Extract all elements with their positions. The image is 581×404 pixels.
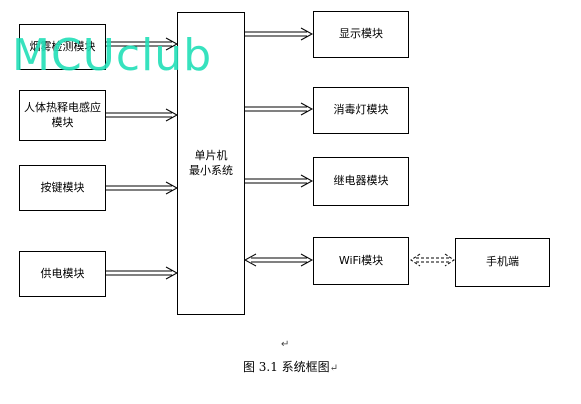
wifi-module-label: WiFi模块 [338, 253, 384, 267]
display-module-label: 显示模块 [339, 27, 383, 41]
paragraph-mark: ↵ [281, 339, 290, 350]
key-module-label: 按键模块 [40, 180, 85, 194]
smoke-detection-module: 烟雾检测模块 [19, 24, 106, 70]
mcu-minimum-system: 单片机 最小系统 [177, 12, 245, 315]
figure-caption: 图 3.1 系统框图↵ [0, 358, 581, 375]
power-module: 供电模块 [19, 251, 106, 297]
power-module-label: 供电模块 [40, 266, 85, 280]
arrow-power-to-mcu [106, 266, 179, 280]
arrow-mcu-to-relay [245, 174, 314, 188]
relay-module-label: 继电器模块 [333, 174, 389, 188]
display-module: 显示模块 [313, 11, 409, 58]
mcu-label: 单片机 最小系统 [189, 148, 233, 177]
caption-paragraph-mark: ↵ [329, 363, 339, 374]
arrow-pir-to-mcu [106, 108, 179, 122]
disinfection-lamp-label: 消毒灯模块 [333, 103, 389, 117]
arrow-mcu-wifi-bidirectional [243, 253, 314, 267]
arrow-smoke-to-mcu [106, 37, 179, 51]
smoke-detection-label: 烟雾检测模块 [29, 39, 96, 53]
disinfection-lamp-module: 消毒灯模块 [313, 87, 409, 134]
caption-text: 图 3.1 系统框图 [242, 360, 330, 374]
arrow-wifi-phone-wireless [410, 253, 455, 267]
relay-module: 继电器模块 [313, 157, 409, 206]
pir-sensor-label: 人体热释电感应 模块 [24, 100, 101, 129]
phone-terminal-label: 手机端 [486, 255, 519, 269]
pir-sensor-module: 人体热释电感应 模块 [19, 90, 106, 141]
arrow-mcu-to-display [245, 27, 314, 41]
arrow-mcu-to-lamp [245, 102, 314, 116]
phone-terminal: 手机端 [455, 238, 550, 287]
key-module: 按键模块 [19, 165, 106, 211]
wifi-module: WiFi模块 [313, 237, 409, 285]
arrow-key-to-mcu [106, 181, 179, 195]
